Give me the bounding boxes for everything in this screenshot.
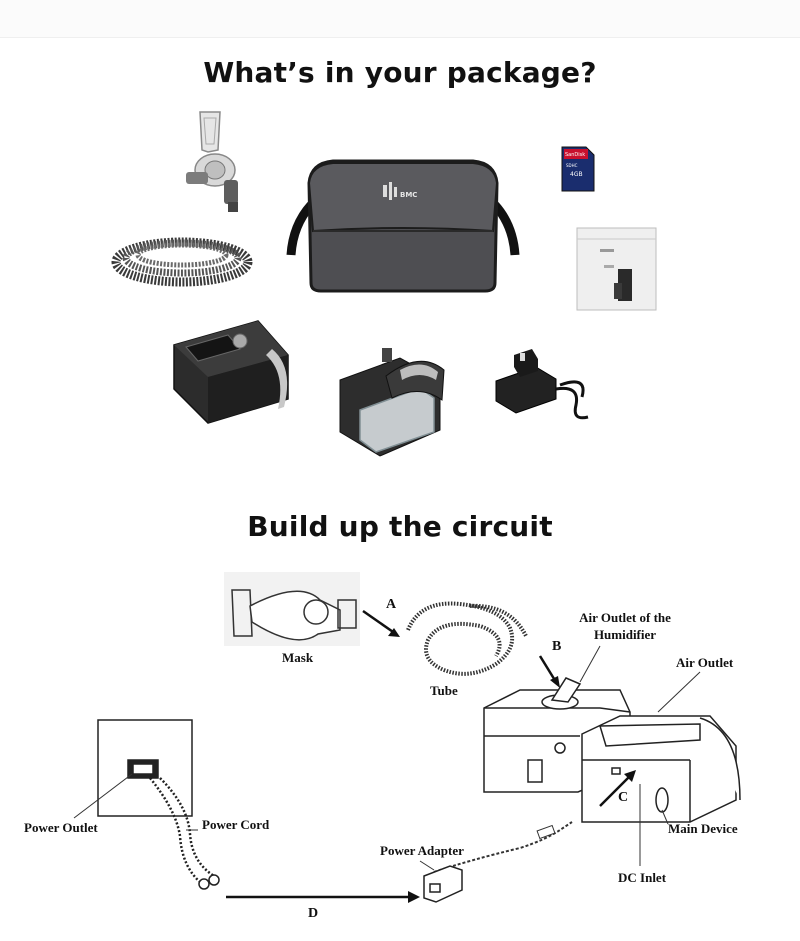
label-humidifier-outlet-line1: Air Outlet of the [579, 610, 671, 625]
label-tube: Tube [430, 683, 458, 698]
step-letter-c: C [618, 790, 629, 805]
label-power-cord: Power Cord [202, 817, 270, 832]
carry-bag-image: BMC [286, 159, 520, 293]
circuit-tube-drawing [406, 601, 528, 676]
top-bar [0, 0, 800, 38]
step-letter-a: A [386, 597, 397, 612]
circuit-wall-outlet-drawing [97, 719, 193, 817]
label-power-outlet: Power Outlet [24, 820, 98, 835]
nasal-mask-image [186, 111, 238, 212]
tube-image [111, 237, 253, 287]
sd-card-image: SanDisk SDHC 4GB [561, 146, 595, 192]
humidifier-image [339, 348, 445, 457]
step-letter-d: D [308, 906, 319, 921]
main-device-image [173, 320, 289, 424]
circuit-mask-drawing [224, 572, 360, 646]
sd-card-capacity: 4GB [570, 171, 583, 178]
power-adapter-image [495, 349, 589, 420]
package-title: What’s in your package? [203, 56, 597, 89]
label-main-device: Main Device [668, 821, 738, 836]
label-power-adapter: Power Adapter [380, 843, 464, 858]
circuit-power-adapter-drawing [423, 865, 463, 903]
circuit-main-device-drawing [581, 715, 741, 823]
step-letter-b: B [552, 639, 562, 654]
bag-logo-text: BMC [400, 191, 417, 199]
sd-card-brand: SanDisk [565, 152, 585, 158]
label-air-outlet: Air Outlet [676, 655, 734, 670]
sd-card-class: SDHC [566, 163, 578, 168]
label-humidifier-outlet-line2: Humidifier [593, 627, 657, 642]
circuit-humidifier-drawing [483, 677, 631, 793]
label-dc-inlet: DC Inlet [618, 870, 667, 885]
label-mask: Mask [282, 650, 314, 665]
circuit-title: Build up the circuit [247, 510, 553, 543]
accessory-pouch-image [576, 227, 657, 311]
